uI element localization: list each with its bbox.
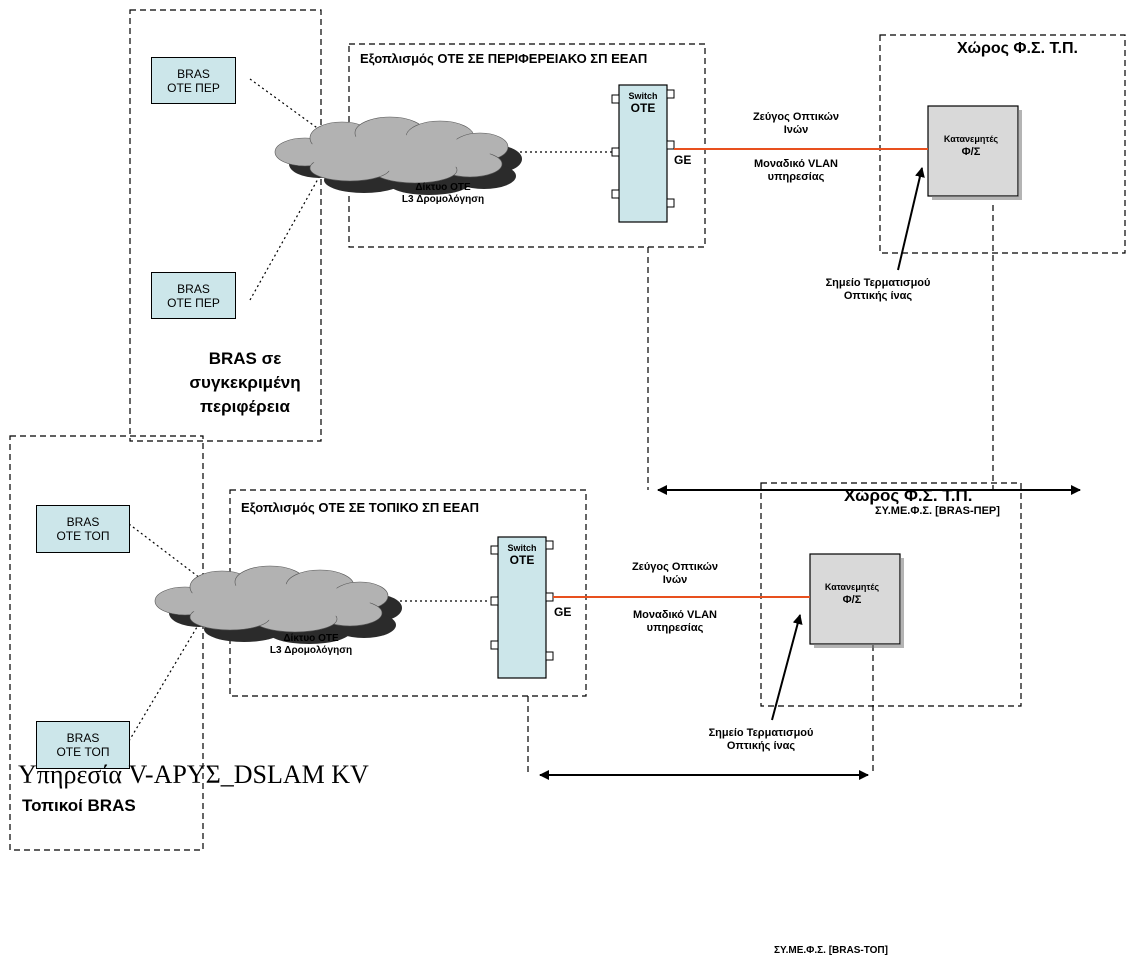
local-ge-label: GE xyxy=(554,605,572,619)
regional-space-group xyxy=(879,34,1126,254)
regional-distributor xyxy=(927,105,1019,197)
local-network-cloud xyxy=(154,565,402,644)
local-switch xyxy=(490,536,554,679)
regional-space-title: Χώρος Φ.Σ. Τ.Π. xyxy=(957,40,1078,57)
local-space-title: Χώρος Φ.Σ. Τ.Π. xyxy=(844,486,973,505)
regional-fiber-label: Ζεύγος Οπτικών Ινών xyxy=(752,111,840,136)
regional-switch xyxy=(611,84,675,223)
port-icon xyxy=(490,596,499,606)
port-icon xyxy=(545,592,554,602)
regional-switch-label: Switch OTE xyxy=(628,91,658,115)
local-vlan-label: Μοναδικό VLAN υπηρεσίας xyxy=(633,609,717,634)
regional-vlan-label: Μοναδικό VLAN υπηρεσίας xyxy=(754,158,838,183)
port-icon xyxy=(490,640,499,650)
local-fiber-label: Ζεύγος Οπτικών Ινών xyxy=(631,561,719,586)
local-equipment-title: Εξοπλισμός ΟΤΕ ΣΕ ΤΟΠΙΚΟ ΣΠ ΕΕΑΠ xyxy=(241,500,480,515)
local-bras-group xyxy=(9,435,204,851)
regional-bras-box-top: BRAS OTE ΠΕΡ xyxy=(151,57,236,104)
regional-ge-label: GE xyxy=(674,153,692,167)
port-icon xyxy=(545,540,554,550)
bras-label: BRAS OTE ΤΟΠ xyxy=(56,731,110,759)
local-termination-label: Σημείο Τερματισμού Οπτικής ίνας xyxy=(708,727,814,752)
port-icon xyxy=(666,89,675,99)
regional-bras-group-label: BRAS σε συγκεκριμένη περιφέρεια xyxy=(189,349,301,416)
regional-bras-group xyxy=(129,9,322,442)
port-icon xyxy=(611,147,620,157)
local-space-group xyxy=(760,482,1022,707)
port-icon xyxy=(666,140,675,150)
port-icon xyxy=(611,94,620,104)
port-icon xyxy=(545,651,554,661)
local-cloud-label: Δίκτυο ΟΤΕ L3 Δρομολόγηση xyxy=(269,633,353,656)
regional-link-bras-bottom xyxy=(249,169,324,301)
local-link-bras-top xyxy=(128,523,201,579)
bras-label: BRAS OTE ΤΟΠ xyxy=(56,515,110,543)
bras-label: BRAS OTE ΠΕΡ xyxy=(167,66,220,95)
service-title: Υπηρεσία V-ΑΡΥΣ_DSLAM KV xyxy=(18,760,369,789)
bras-label: BRAS OTE ΠΕΡ xyxy=(167,281,220,310)
local-bras-box-top: BRAS OTE ΤΟΠ xyxy=(36,505,130,553)
regional-equipment-title: Εξοπλισμός ΟΤΕ ΣΕ ΠΕΡΙΦΕΡΕΙΑΚΟ ΣΠ ΕΕΑΠ xyxy=(360,51,648,66)
regional-termination-arrow xyxy=(897,167,925,271)
regional-termination-label: Σημείο Τερματισμού Οπτικής ίνας xyxy=(825,277,931,302)
local-termination-arrow xyxy=(771,614,803,721)
regional-link-bras-top xyxy=(249,78,321,131)
regional-distributor-label: Κατανεμητές Φ/Σ xyxy=(943,134,999,158)
local-distributor-label: Κατανεμητές Φ/Σ xyxy=(824,582,880,606)
port-icon xyxy=(666,198,675,208)
regional-bras-box-bottom: BRAS OTE ΠΕΡ xyxy=(151,272,236,319)
local-symefs-label: ΣΥ.ΜΕ.Φ.Σ. [BRAS-ΤΟΠ] xyxy=(774,945,888,956)
regional-network-cloud xyxy=(274,116,522,195)
local-bras-box-bottom: BRAS OTE ΤΟΠ xyxy=(36,721,130,769)
port-icon xyxy=(490,545,499,555)
regional-symefs-label: ΣΥ.ΜΕ.Φ.Σ. [BRAS-ΠΕΡ] xyxy=(875,505,1000,517)
local-switch-label: Switch OTE xyxy=(507,543,537,567)
port-icon xyxy=(611,189,620,199)
local-link-bras-bottom xyxy=(128,621,201,742)
local-bras-group-label: Τοπικοί BRAS xyxy=(22,796,136,815)
regional-cloud-label: Δίκτυο ΟΤΕ L3 Δρομολόγηση xyxy=(401,182,485,205)
